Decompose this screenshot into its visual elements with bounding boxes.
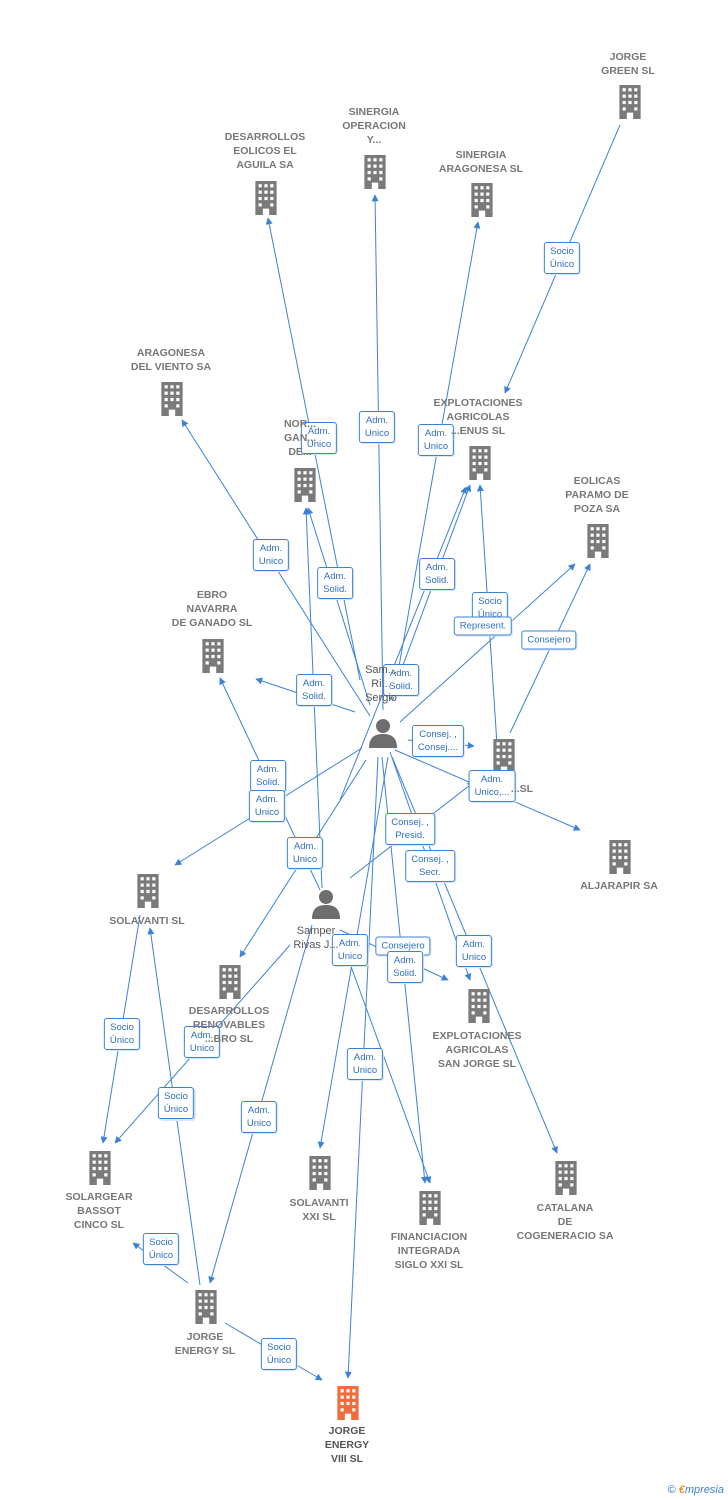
edge-label-person1-to-aragonesa-viento[interactable]: Adm. Unico [252, 539, 290, 571]
building-icon-sinergia-op[interactable] [364, 155, 386, 189]
edge-label-person2-to-jorge-energy[interactable]: Adm. Unico [240, 1101, 278, 1133]
node-label-desarrollos-ebro[interactable]: DESARROLLOS RENOVABLES ...BRO SL [188, 1005, 270, 1045]
edge-label-person2-to-financiacion[interactable]: Adm. Unico [346, 1048, 384, 1080]
node-label-mid-sl[interactable]: ...SL [510, 783, 534, 795]
node-label-jorge-energy[interactable]: JORGE ENERGY SL [174, 1331, 236, 1357]
edge-label-person2-to-mid-sl[interactable]: Consej. , Presid. [385, 813, 435, 845]
building-icon-desarrollos-ebro[interactable] [219, 965, 241, 999]
footer-brand: © €mpresia [668, 1484, 724, 1496]
node-label-eolicas-paramo[interactable]: EOLICAS PARAMO DE POZA SA [565, 475, 629, 515]
building-icon-jorge-green[interactable] [619, 85, 641, 119]
building-icon-nortegan[interactable] [294, 468, 316, 502]
edge-person1-to-eolicas-paramo [399, 563, 576, 723]
building-icon-aljarapir[interactable] [609, 840, 631, 874]
edge-label-person1-to-nortegan[interactable]: Adm. Solid. [317, 567, 353, 599]
brand-logo: €mpresia [678, 1484, 724, 1496]
edge-person1-to-sinergia-op [371, 194, 384, 711]
node-label-solavanti[interactable]: SOLAVANTI SL [109, 915, 185, 927]
edge-label-person1-to-explot-venus[interactable]: Adm. Solid. [419, 558, 455, 590]
edge-label-solavanti-to-solargear[interactable]: Socio Único [103, 1018, 141, 1050]
edge-label-jorge-energy-to-solavanti[interactable]: Socio Único [157, 1087, 195, 1119]
node-label-sinergia-arag[interactable]: SINERGIA ARAGONESA SL [438, 149, 524, 175]
node-label-nortegan[interactable]: NOR... GAN... DE... [283, 418, 317, 458]
person-icon-person2[interactable] [312, 890, 340, 919]
node-label-catalana[interactable]: CATALANA DE COGENERACIO SA [516, 1202, 614, 1242]
edge-label-person1-to-desarrollos-aguila[interactable]: Adm. Unico [300, 422, 338, 454]
edge-label-person1-to-solavanti-xxi[interactable]: Adm. Unico [331, 934, 369, 966]
node-label-person2[interactable]: Samper Rivas J... [293, 925, 339, 951]
building-icon-explot-sanjorge[interactable] [468, 989, 490, 1023]
edge-label-mid-sl-to-eolicas-paramo[interactable]: Consejero [521, 630, 577, 650]
edge-label-person1-to-aljarapir[interactable]: Adm. Unico,... [468, 770, 516, 802]
building-icon-solargear[interactable] [89, 1151, 111, 1185]
building-icon-ebro-navarra[interactable] [202, 639, 224, 673]
edge-label-jorge-green-to-explot-venus[interactable]: Socio Único [543, 242, 581, 274]
edge-label-person2-to-nortegan[interactable]: Adm. Unico [286, 837, 324, 869]
node-label-jorge-green[interactable]: JORGE GREEN SL [601, 51, 655, 77]
node-label-financiacion[interactable]: FINANCIACION INTEGRADA SIGLO XXI SL [390, 1231, 468, 1271]
edge-person2-to-financiacion [344, 949, 432, 1184]
node-label-explot-venus[interactable]: EXPLOTACIONES AGRICOLAS ...ENUS SL [433, 397, 523, 437]
edge-label-person2-to-ebro-navarra[interactable]: Adm. Solid. [250, 760, 286, 792]
building-icon-financiacion[interactable] [419, 1191, 441, 1225]
edge-label-person1-to-desarrollos-ebro[interactable]: Adm. Unico [183, 1026, 221, 1058]
edge-label-person2-to-explot-venus[interactable]: Adm. Solid. [383, 664, 419, 696]
edge-label-person1-to-explot-sanjorge[interactable]: Consej. , Secr. [405, 850, 455, 882]
edge-person2-to-explot-venus [339, 486, 467, 801]
edge-label-person1-to-sinergia-op[interactable]: Adm. Unico [358, 411, 396, 443]
edge-label-person1-to-financiacion[interactable]: Adm. Solid. [387, 951, 423, 983]
building-icon-solavanti-xxi[interactable] [309, 1156, 331, 1190]
building-icon-jorge-energy-viii[interactable] [337, 1386, 359, 1420]
node-label-person1[interactable]: Sam... Ri... Sergio [365, 664, 397, 704]
building-icon-mid-sl[interactable] [493, 739, 515, 773]
building-icon-catalana[interactable] [555, 1161, 577, 1195]
edge-label-person1-to-ebro-navarra[interactable]: Adm. Solid. [296, 674, 332, 706]
node-label-jorge-energy-viii[interactable]: JORGE ENERGY VIII SL [324, 1425, 370, 1465]
node-label-aljarapir[interactable]: ALJARAPIR SA [580, 880, 658, 892]
building-icon-jorge-energy[interactable] [195, 1290, 217, 1324]
edge-label-person1-to-solavanti[interactable]: Adm. Unico [248, 790, 286, 822]
node-label-explot-sanjorge[interactable]: EXPLOTACIONES AGRICOLAS SAN JORGE SL [432, 1030, 522, 1070]
edge-label-person1-to-sinergia-arag[interactable]: Adm. Unico [417, 424, 455, 456]
copyright-symbol: © [667, 1484, 676, 1496]
edge-label-person1-to-catalana[interactable]: Adm. Unico [455, 935, 493, 967]
person-icon-person1[interactable] [369, 719, 397, 748]
edge-person1-to-sinergia-arag [392, 221, 481, 701]
node-label-aragonesa-viento[interactable]: ARAGONESA DEL VIENTO SA [130, 347, 212, 373]
edge-label-mid-sl-to-explot-venus[interactable]: Represent. [453, 616, 513, 636]
building-icon-explot-venus[interactable] [469, 446, 491, 480]
building-icon-eolicas-paramo[interactable] [587, 524, 609, 558]
edge-label-person1-to-mid-sl[interactable]: Consej. , Consej.... [411, 725, 465, 757]
node-label-desarrollos-aguila[interactable]: DESARROLLOS EOLICOS EL AGUILA SA [224, 131, 306, 171]
edge-label-jorge-energy-to-jorge-energy-viii[interactable]: Socio Único [260, 1338, 298, 1370]
building-icon-aragonesa-viento[interactable] [161, 382, 183, 416]
node-label-solavanti-xxi[interactable]: SOLAVANTI XXI SL [289, 1197, 349, 1223]
building-icon-solavanti[interactable] [137, 874, 159, 908]
building-icon-sinergia-arag[interactable] [471, 183, 493, 217]
edge-person1-to-nortegan [306, 507, 371, 706]
node-label-solargear[interactable]: SOLARGEAR BASSOT CINCO SL [65, 1191, 133, 1231]
building-icon-desarrollos-aguila[interactable] [255, 181, 277, 215]
node-label-ebro-navarra[interactable]: EBRO NAVARRA DE GANADO SL [171, 589, 253, 629]
node-label-sinergia-op[interactable]: SINERGIA OPERACION Y... [342, 106, 406, 146]
edge-label-jorge-energy-to-solargear[interactable]: Socio Único [142, 1233, 180, 1265]
